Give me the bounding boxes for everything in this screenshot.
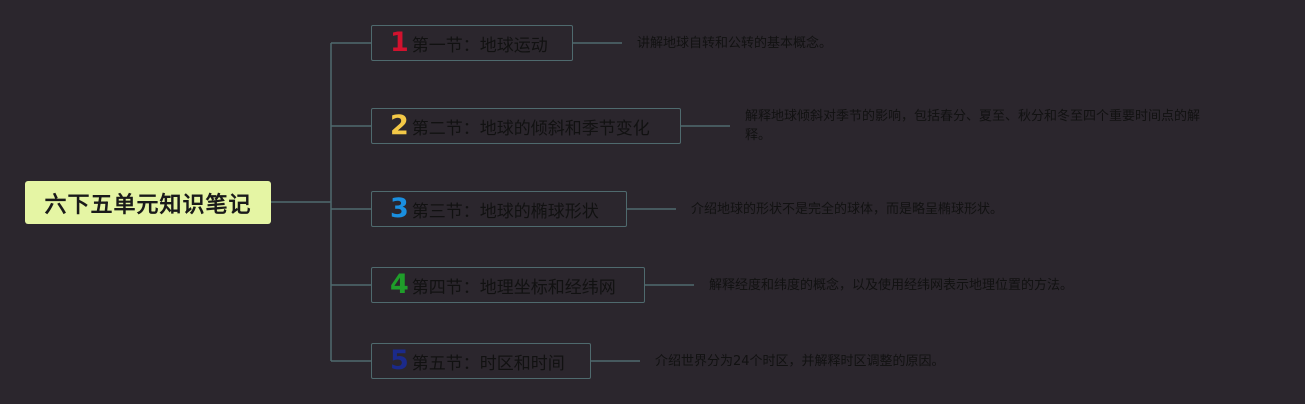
section-note-5: 介绍世界分为24个时区，并解释时区调整的原因。 [655,352,945,371]
section-note-2-line-2: 释。 [745,128,772,143]
section-title-4: 第四节：地理坐标和经纬网 [411,277,616,298]
section-number-3: 3 [390,192,409,224]
root-title: 六下五单元知识笔记 [44,192,252,218]
section-note-3: 介绍地球的形状不是完全的球体，而是略呈椭球形状。 [691,200,1003,219]
section-node-1[interactable]: 1 第一节：地球运动 [371,25,573,61]
section-node-2[interactable]: 2 第二节：地球的倾斜和季节变化 [371,108,681,144]
section-node-4[interactable]: 4 第四节：地理坐标和经纬网 [371,267,645,303]
section-note-1: 讲解地球自转和公转的基本概念。 [637,34,832,53]
section-note-1-text: 讲解地球自转和公转的基本概念。 [637,36,833,51]
section-note-5-text: 介绍世界分为24个时区，并解释时区调整的原因。 [655,354,945,369]
section-node-3[interactable]: 3 第三节：地球的椭球形状 [371,191,627,227]
section-note-4-text: 解释经度和纬度的概念，以及使用经纬网表示地理位置的方法。 [709,278,1074,293]
section-note-4: 解释经度和纬度的概念，以及使用经纬网表示地理位置的方法。 [709,276,1073,295]
root-topic[interactable]: 六下五单元知识笔记 [25,181,271,224]
section-title-3: 第三节：地球的椭球形状 [411,201,599,222]
section-title-1: 第一节：地球运动 [411,35,548,56]
section-number-5: 5 [390,344,409,376]
section-note-2-line-1: 解释地球倾斜对季节的影响，包括春分、夏至、秋分和冬至四个重要时间点的解 [745,109,1201,124]
section-title-2: 第二节：地球的倾斜和季节变化 [411,118,650,139]
section-number-4: 4 [390,268,409,300]
section-node-5[interactable]: 5 第五节：时区和时间 [371,343,591,379]
section-note-2: 解释地球倾斜对季节的影响，包括春分、夏至、秋分和冬至四个重要时间点的解 释。 [745,107,1200,145]
section-note-3-text: 介绍地球的形状不是完全的球体，而是略呈椭球形状。 [691,202,1004,217]
section-number-2: 2 [390,109,409,141]
section-number-1: 1 [390,26,409,58]
section-title-5: 第五节：时区和时间 [411,353,565,374]
